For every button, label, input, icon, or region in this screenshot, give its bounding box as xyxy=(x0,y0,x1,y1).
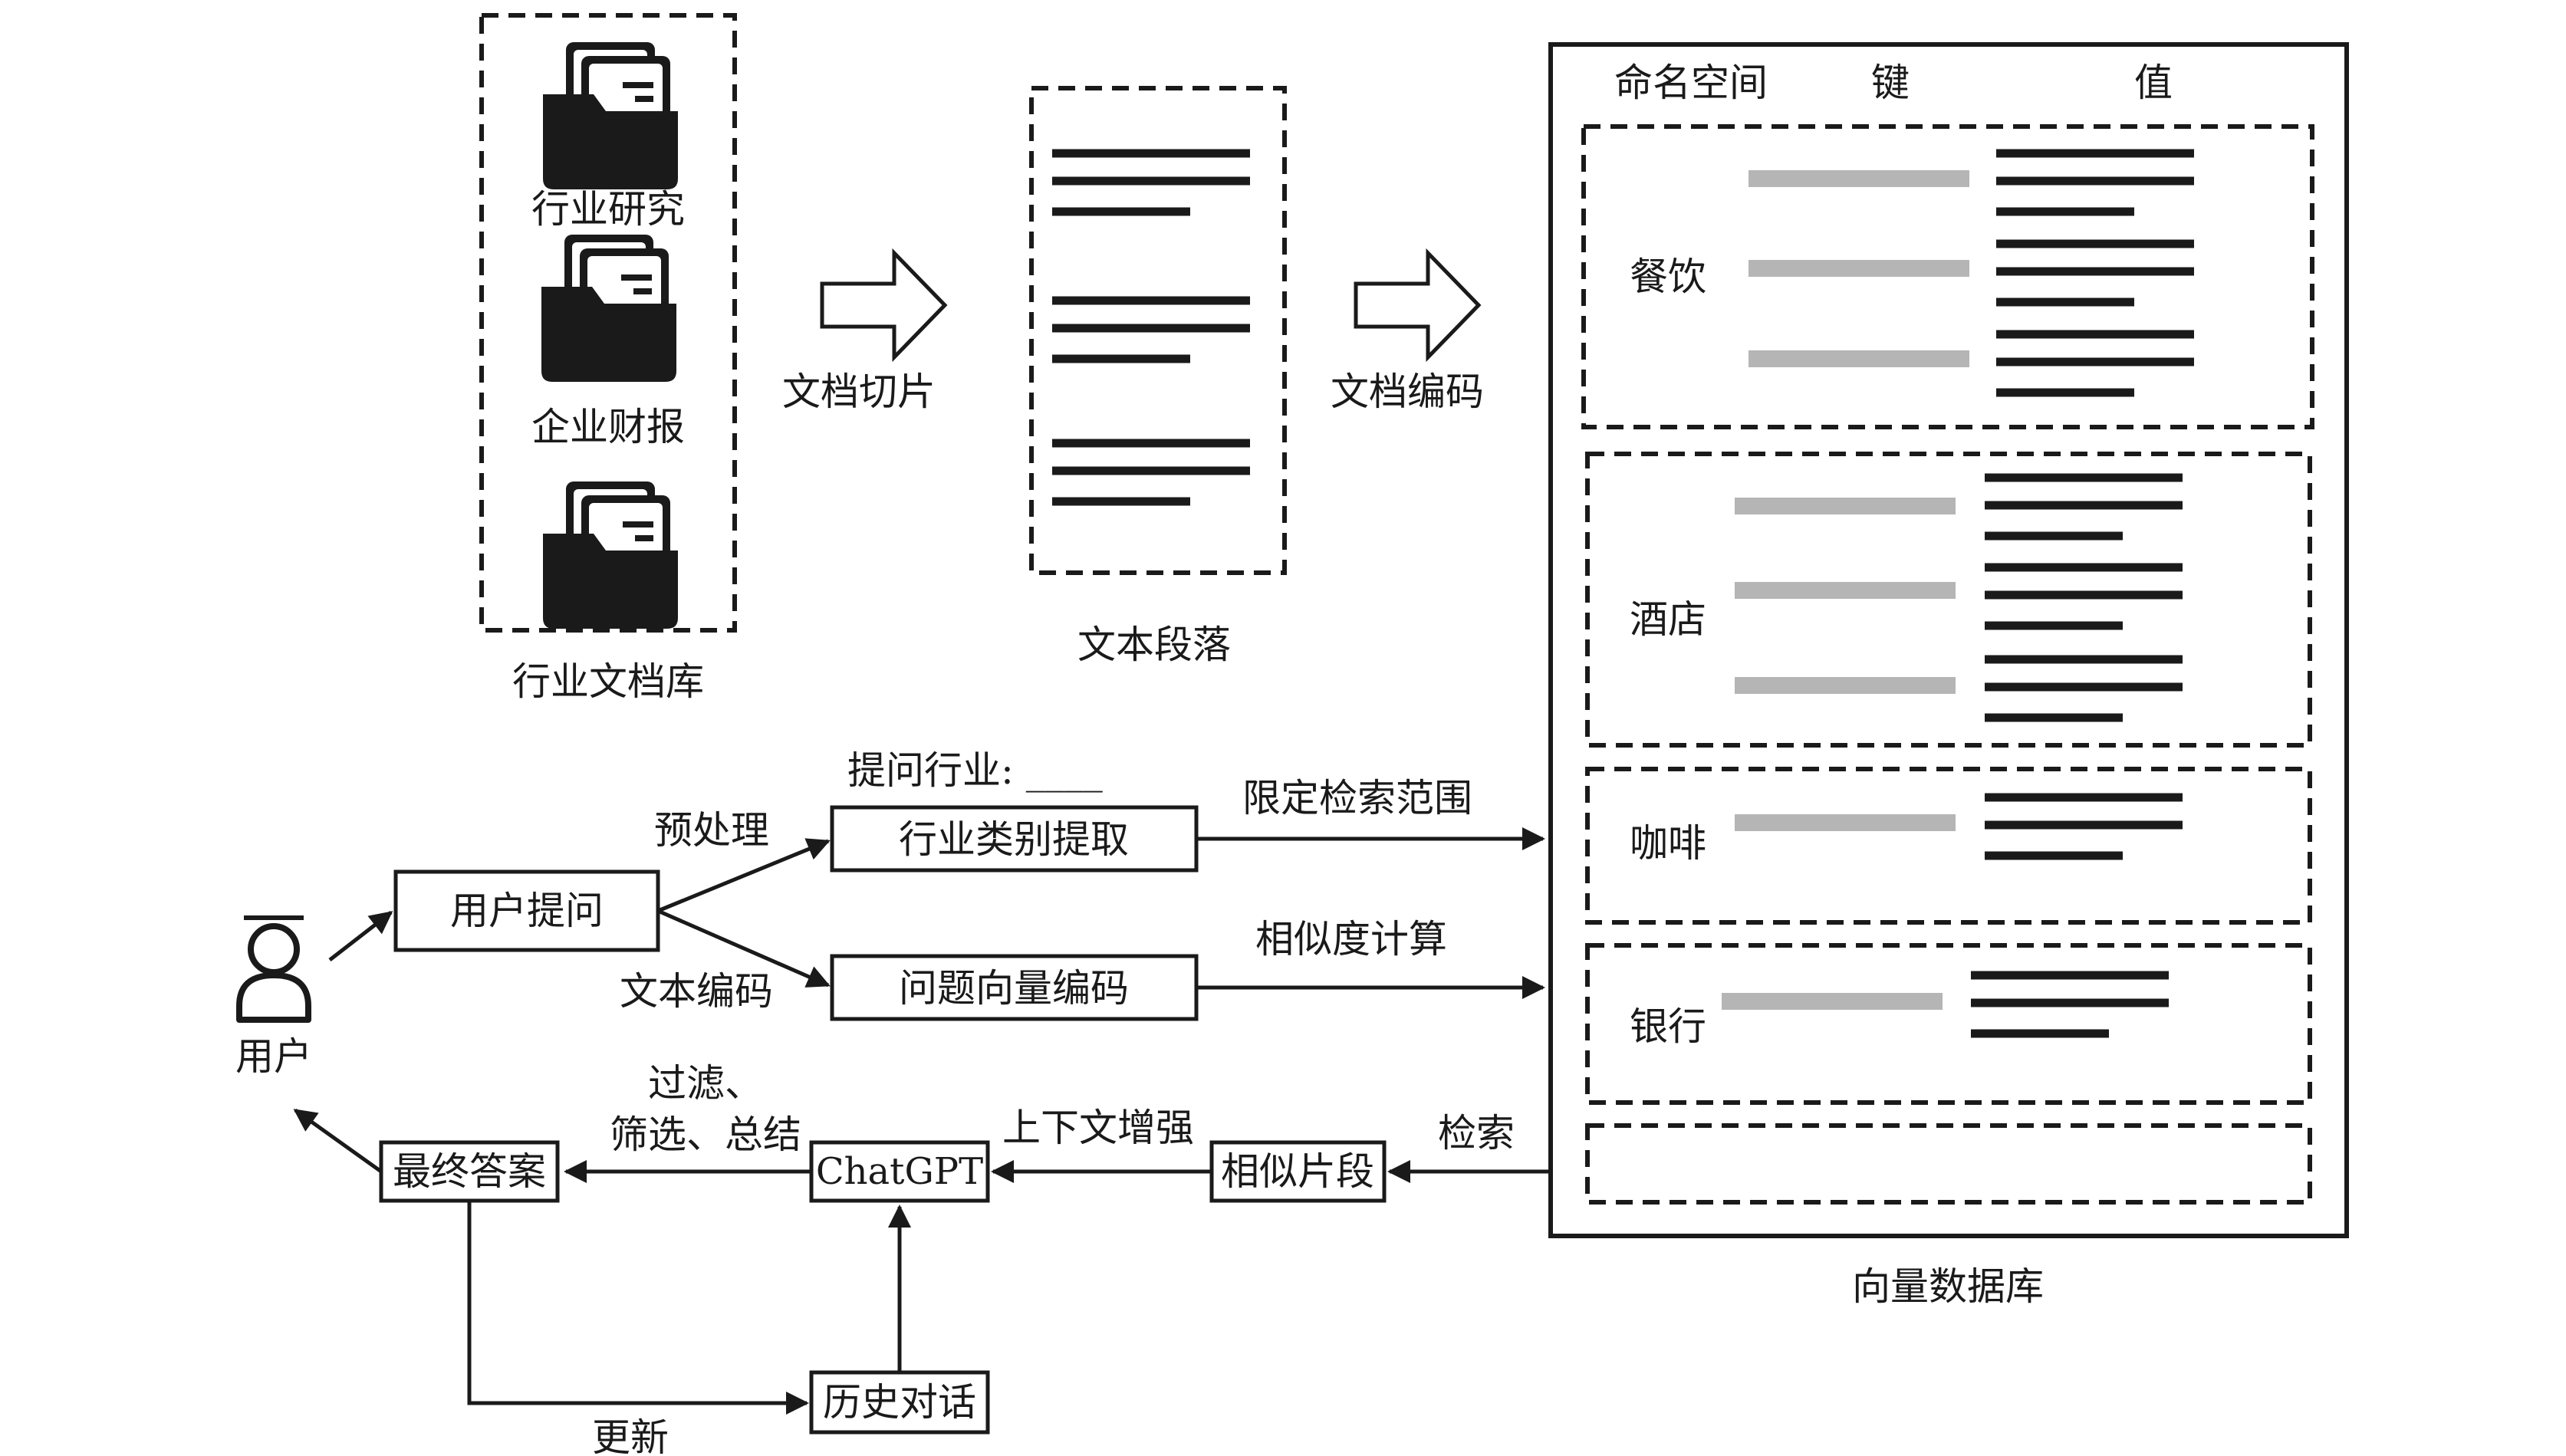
namespace-group: 咖啡 xyxy=(1585,767,2312,925)
doc-item-industry-research: 行业研究 xyxy=(531,187,685,232)
namespace-label: 餐饮 xyxy=(1630,255,1706,299)
user-label: 用户 xyxy=(235,1034,312,1079)
folder-icon xyxy=(541,235,676,382)
similar-chunks-box xyxy=(1209,1140,1387,1203)
arrow-text-encode xyxy=(656,909,831,988)
final-answer-label: 最终答案 xyxy=(393,1149,546,1194)
history-box xyxy=(809,1370,990,1435)
arrow-to-question xyxy=(328,911,393,961)
paragraphs-frame xyxy=(1029,86,1287,575)
paragraphs-label: 文本段落 xyxy=(1077,623,1231,667)
preprocess-label: 预处理 xyxy=(654,808,769,853)
doc-library-label: 行业文档库 xyxy=(512,659,704,704)
namespace-group-empty xyxy=(1585,1123,2312,1205)
namespace-label: 银行 xyxy=(1630,1004,1706,1049)
hollow-arrow-icon xyxy=(1354,248,1482,363)
doc-item-financial-report: 企业财报 xyxy=(531,405,685,449)
namespace-group: 酒店 xyxy=(1585,452,2312,748)
history-label: 历史对话 xyxy=(823,1380,976,1425)
step-chunking: 文档切片 xyxy=(782,370,936,414)
header-key: 键 xyxy=(1871,61,1910,105)
filter-label-1: 过滤、 xyxy=(648,1061,763,1106)
similar-chunks-label: 相似片段 xyxy=(1221,1149,1374,1194)
arrow-preprocess xyxy=(657,838,831,913)
folder-icon xyxy=(543,481,678,629)
limit-scope-label: 限定检索范围 xyxy=(1242,776,1472,820)
arrow-update xyxy=(467,1201,809,1415)
question-encode-label: 问题向量编码 xyxy=(899,966,1129,1011)
folder-icon xyxy=(543,42,678,189)
similarity-label: 相似度计算 xyxy=(1255,917,1447,961)
chatgpt-label: ChatGPT xyxy=(816,1150,983,1193)
user-question-label: 用户提问 xyxy=(450,889,604,933)
header-value: 值 xyxy=(2134,61,2173,105)
hollow-arrow-icon xyxy=(820,248,948,363)
retrieve-label: 检索 xyxy=(1438,1111,1515,1155)
industry-extract-label: 行业类别提取 xyxy=(899,817,1129,862)
vector-db-label: 向量数据库 xyxy=(1852,1264,2044,1309)
arrow-to-user xyxy=(293,1108,383,1174)
industry-extract-box xyxy=(830,805,1199,873)
step-encoding: 文档编码 xyxy=(1331,370,1484,414)
user-question-box xyxy=(393,869,660,952)
filter-label-2: 筛选、总结 xyxy=(610,1113,801,1157)
doc-library: 行业研究 企业财报 行业文档库 xyxy=(479,13,737,704)
vector-database: 命名空间 键 值 餐饮 酒店 咖啡 xyxy=(1548,42,2349,1309)
industry-prompt: 提问行业: ____ xyxy=(847,748,1103,793)
context-enhance-label: 上下文增强 xyxy=(1002,1106,1194,1150)
namespace-group: 银行 xyxy=(1585,943,2312,1105)
text-paragraphs: 文本段落 xyxy=(1029,86,1287,667)
namespace-label: 酒店 xyxy=(1630,597,1706,642)
vector-db-frame xyxy=(1548,42,2349,1238)
doc-library-frame xyxy=(479,13,737,633)
question-encode-box xyxy=(830,954,1199,1021)
text-encode-label: 文本编码 xyxy=(620,969,773,1014)
namespace-label: 咖啡 xyxy=(1630,821,1706,866)
user-figure: 用户 xyxy=(235,915,312,1079)
namespace-group: 餐饮 xyxy=(1581,124,2314,429)
update-label: 更新 xyxy=(592,1415,669,1456)
final-answer-box xyxy=(379,1140,560,1203)
header-namespace: 命名空间 xyxy=(1614,61,1768,105)
